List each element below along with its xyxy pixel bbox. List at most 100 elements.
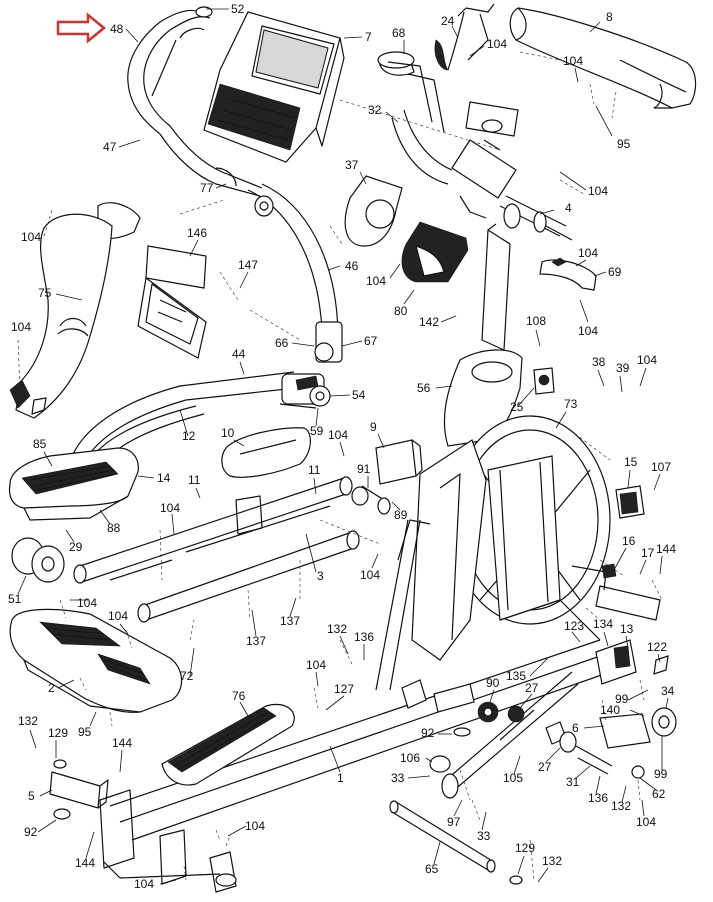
part-label-104: 104 (360, 568, 380, 582)
part-label-90: 90 (486, 676, 500, 690)
part-label-123: 123 (564, 619, 584, 633)
part-label-147: 147 (238, 258, 258, 272)
part-label-12: 12 (182, 429, 196, 443)
part-label-132: 132 (18, 714, 38, 728)
part-label-66: 66 (275, 336, 289, 350)
rear-shroud (509, 7, 697, 109)
part-label-127: 127 (334, 682, 354, 696)
part-label-24: 24 (441, 14, 455, 28)
part-label-10: 10 (221, 426, 235, 440)
assembly-lines (17, 51, 663, 881)
rails (73, 476, 360, 623)
part-label-144: 144 (75, 856, 95, 870)
part-label-67: 67 (364, 334, 378, 348)
part-label-135: 135 (506, 669, 526, 683)
part-label-104: 104 (563, 54, 583, 68)
part-label-65: 65 (425, 862, 439, 876)
part-label-122: 122 (647, 640, 667, 654)
part-label-92: 92 (24, 825, 38, 839)
leader-lines (17, 8, 669, 885)
part-label-11: 11 (308, 463, 321, 477)
part-label-91: 91 (357, 462, 371, 476)
part-label-132: 132 (327, 622, 347, 636)
part-label-140: 140 (600, 703, 620, 717)
pad-10 (221, 427, 311, 535)
part-label-1: 1 (337, 771, 344, 785)
part-label-32: 32 (368, 103, 382, 117)
part-label-16: 16 (622, 534, 636, 548)
part-label-11: 11 (188, 473, 201, 487)
part-label-92: 92 (421, 726, 435, 740)
part-label-4: 4 (565, 201, 572, 215)
part-label-33: 33 (477, 829, 491, 843)
part-label-104: 104 (487, 37, 507, 51)
part-label-104: 104 (637, 353, 657, 367)
pulley-parts (429, 683, 525, 773)
part-label-46: 46 (345, 259, 359, 273)
part-label-108: 108 (526, 314, 546, 328)
callout-arrow (56, 12, 106, 44)
part-label-51: 51 (8, 592, 22, 606)
handlebar-assembly (127, 6, 263, 197)
part-label-104: 104 (328, 428, 348, 442)
part-label-13: 13 (620, 622, 634, 636)
part-label-37: 37 (345, 158, 359, 172)
part-label-9: 9 (370, 420, 377, 434)
part-label-54: 54 (352, 388, 366, 402)
part-label-34: 34 (661, 684, 675, 698)
part-label-80: 80 (394, 304, 408, 318)
part-label-75: 75 (38, 286, 52, 300)
callout-arrow-shape (56, 12, 106, 44)
part-label-29: 29 (69, 540, 83, 554)
part-label-6: 6 (572, 721, 579, 735)
lower-arm (69, 371, 331, 471)
pedal (8, 447, 139, 521)
part-label-33: 33 (391, 771, 405, 785)
part-label-106: 106 (400, 751, 420, 765)
part-label-144: 144 (112, 736, 132, 750)
part-label-8: 8 (606, 10, 613, 24)
part-label-104: 104 (636, 815, 656, 829)
part-label-5: 5 (28, 789, 35, 803)
pivot-covers (344, 175, 469, 283)
part-label-97: 97 (447, 815, 461, 829)
console (203, 11, 345, 163)
upright-tube (247, 183, 343, 363)
cover-2 (9, 608, 183, 713)
tube-65 (389, 800, 523, 885)
part-label-52: 52 (231, 2, 245, 16)
step-pad (161, 703, 295, 786)
part-label-104: 104 (11, 320, 31, 334)
bracket-69 (539, 257, 597, 291)
bracket-13 (595, 639, 669, 685)
part-label-62: 62 (652, 787, 666, 801)
crank-assembly (441, 671, 677, 799)
part-label-104: 104 (134, 877, 154, 891)
part-label-27: 27 (538, 760, 552, 774)
part-label-47: 47 (103, 140, 117, 154)
part-label-104: 104 (306, 658, 326, 672)
part-label-38: 38 (592, 355, 606, 369)
part-label-59: 59 (310, 424, 324, 438)
part-label-27: 27 (525, 681, 539, 695)
part-label-69: 69 (608, 265, 622, 279)
wheels-51 (11, 537, 65, 583)
part-label-137: 137 (280, 614, 300, 628)
part-label-104: 104 (588, 184, 608, 198)
part-label-104: 104 (578, 324, 598, 338)
part-label-99: 99 (654, 767, 668, 781)
part-label-44: 44 (232, 347, 246, 361)
part-label-77: 77 (200, 181, 214, 195)
controller-board (615, 485, 645, 519)
part-label-17: 17 (641, 546, 655, 560)
part-label-144: 144 (656, 542, 676, 556)
part-label-99: 99 (615, 692, 629, 706)
bracket-25 (533, 367, 555, 395)
part-label-134: 134 (593, 617, 613, 631)
part-label-76: 76 (232, 689, 246, 703)
part-label-104: 104 (160, 501, 180, 515)
flywheel-frame (375, 415, 611, 691)
rear-crossbar (571, 563, 661, 621)
part-label-142: 142 (419, 315, 439, 329)
